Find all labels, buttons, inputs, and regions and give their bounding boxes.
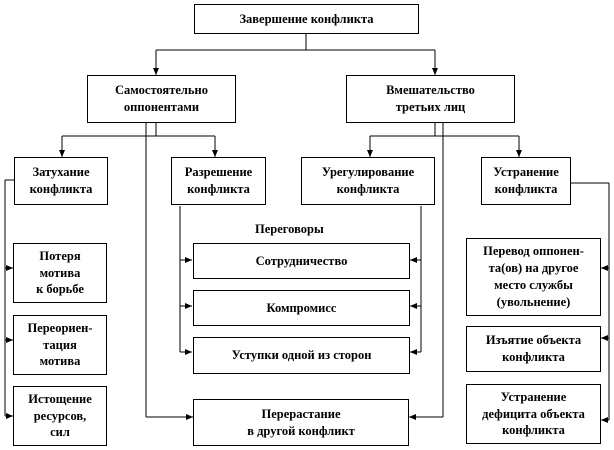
elimination-node: Устранение конфликта (481, 157, 571, 205)
transfer-node: Перевод оппонен- та(ов) на другое место … (466, 238, 601, 316)
negotiations-label: Переговоры (255, 222, 324, 236)
resolution-node: Разрешение конфликта (171, 157, 266, 205)
deficit-removal-node: Устранение дефицита объекта конфликта (466, 384, 601, 444)
fading-node: Затухание конфликта (14, 157, 108, 205)
compromise-node: Компромисс (193, 290, 410, 326)
reorientation-node: Переориен- тация мотива (13, 315, 107, 375)
withdrawal-node: Изъятие объекта конфликта (466, 326, 601, 372)
self-resolution-node: Самостоятельно оппонентами (87, 75, 236, 123)
loss-of-motive-node: Потеря мотива к борьбе (13, 243, 107, 303)
escalation-node: Перерастание в другой конфликт (193, 399, 409, 446)
root-node: Завершение конфликта (194, 4, 419, 34)
third-party-node: Вмешательство третьих лиц (346, 75, 515, 123)
exhaustion-node: Истощение ресурсов, сил (13, 386, 107, 446)
concessions-node: Уступки одной из сторон (193, 337, 410, 374)
settlement-node: Урегулирование конфликта (301, 157, 435, 205)
cooperation-node: Сотрудничество (193, 243, 410, 279)
